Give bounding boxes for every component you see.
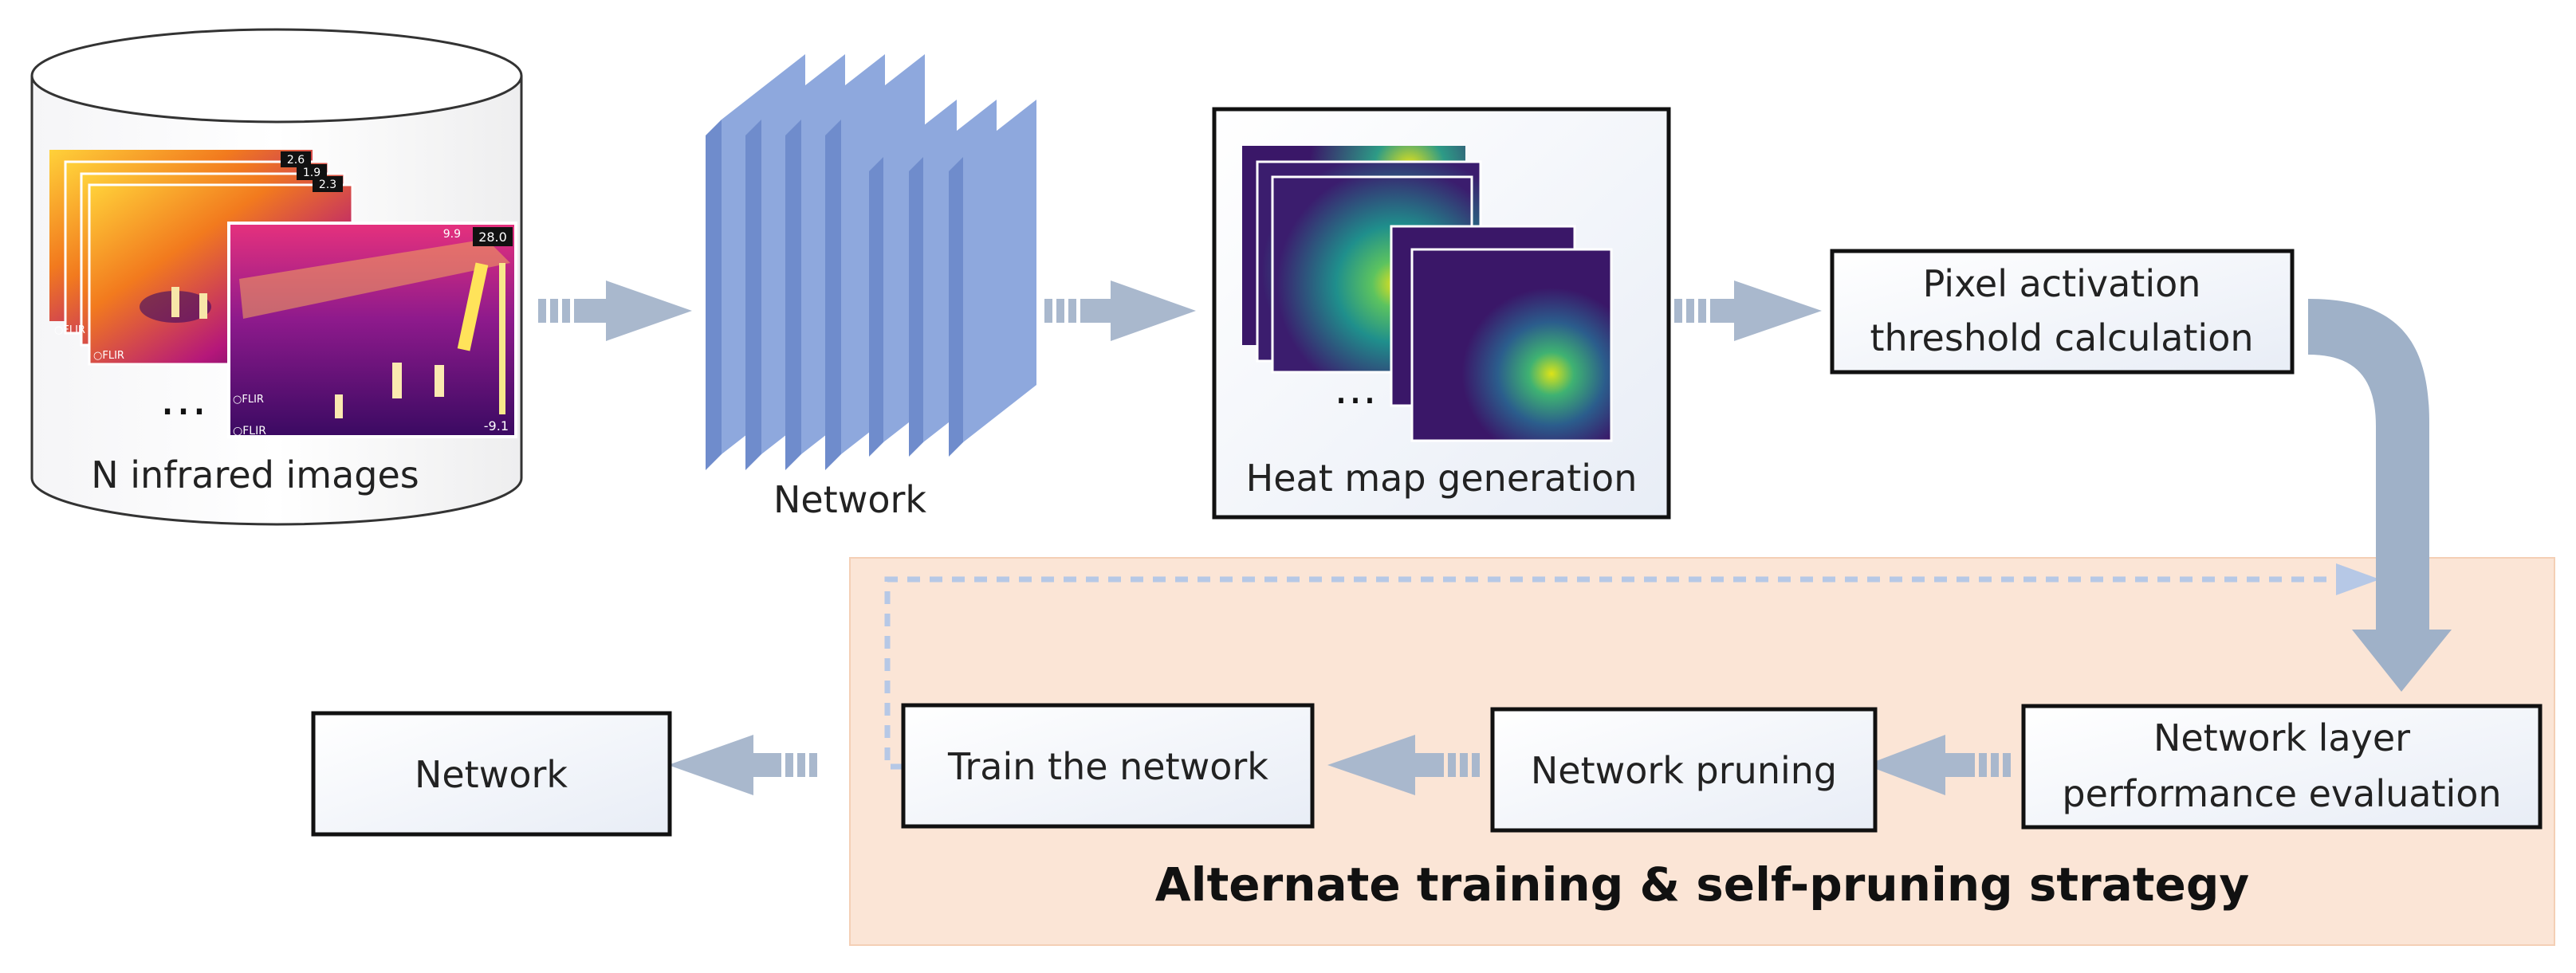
network-layer-stack	[706, 54, 1036, 470]
arrow-to-train	[1327, 735, 1480, 795]
flir-logo-back-2: ○FLIR	[93, 350, 124, 362]
pruning-label: Network pruning	[1531, 749, 1837, 792]
flir-logo-back-1: ○FLIR	[54, 324, 85, 336]
feedback-loop-dashed	[884, 576, 2336, 770]
network-stack-label: Network	[773, 478, 926, 521]
flir-logo-back-3: ○FLIR	[233, 394, 264, 406]
feedback-loop-arrowhead	[2336, 563, 2380, 595]
thermal-badge-min: -9.1	[484, 418, 509, 434]
heatmap-caption: Heat map generation	[1246, 457, 1638, 500]
arrow-to-threshold	[1674, 281, 1822, 341]
heatmap-box: … Heat map generation	[1212, 107, 1671, 520]
train-label: Train the network	[947, 745, 1268, 788]
arrow-to-network	[538, 281, 692, 341]
thermal-badge-max: 28.0	[478, 230, 507, 245]
strategy-title: Alternate training & self-pruning strate…	[1155, 857, 2249, 912]
arrow-to-heatmap	[1044, 281, 1196, 341]
infrared-image-stack: 28.0 -9.1 ○FLIR 2.6 1.9 2.3 9.9 ○FLIR ○F…	[49, 150, 517, 438]
thermal-badge-3: 2.3	[319, 179, 336, 191]
dataset-ellipsis: …	[159, 371, 207, 426]
evaluation-line-1: Network layer	[2153, 716, 2410, 759]
thermal-badge-4: 9.9	[443, 228, 461, 241]
arrow-to-pruning	[1866, 735, 2011, 795]
train-box: Train the network	[901, 703, 1315, 829]
arrow-to-output	[668, 735, 817, 795]
threshold-box: Pixel activation threshold calculation	[1830, 249, 2295, 375]
pruning-box: Network pruning	[1490, 707, 1878, 833]
thermal-badge-1: 2.6	[287, 154, 305, 167]
output-network-label: Network	[415, 753, 568, 796]
output-network-box: Network	[311, 711, 672, 837]
threshold-line-1: Pixel activation	[1923, 262, 2201, 305]
evaluation-box: Network layer performance evaluation	[2021, 704, 2543, 830]
evaluation-line-2: performance evaluation	[2062, 772, 2501, 815]
arrow-to-evaluation	[2308, 299, 2452, 692]
dataset-caption: N infrared images	[91, 453, 419, 496]
threshold-line-2: threshold calculation	[1870, 316, 2253, 359]
heatmap-ellipsis: …	[1334, 363, 1377, 414]
flir-logo-front: ○FLIR	[233, 425, 266, 437]
